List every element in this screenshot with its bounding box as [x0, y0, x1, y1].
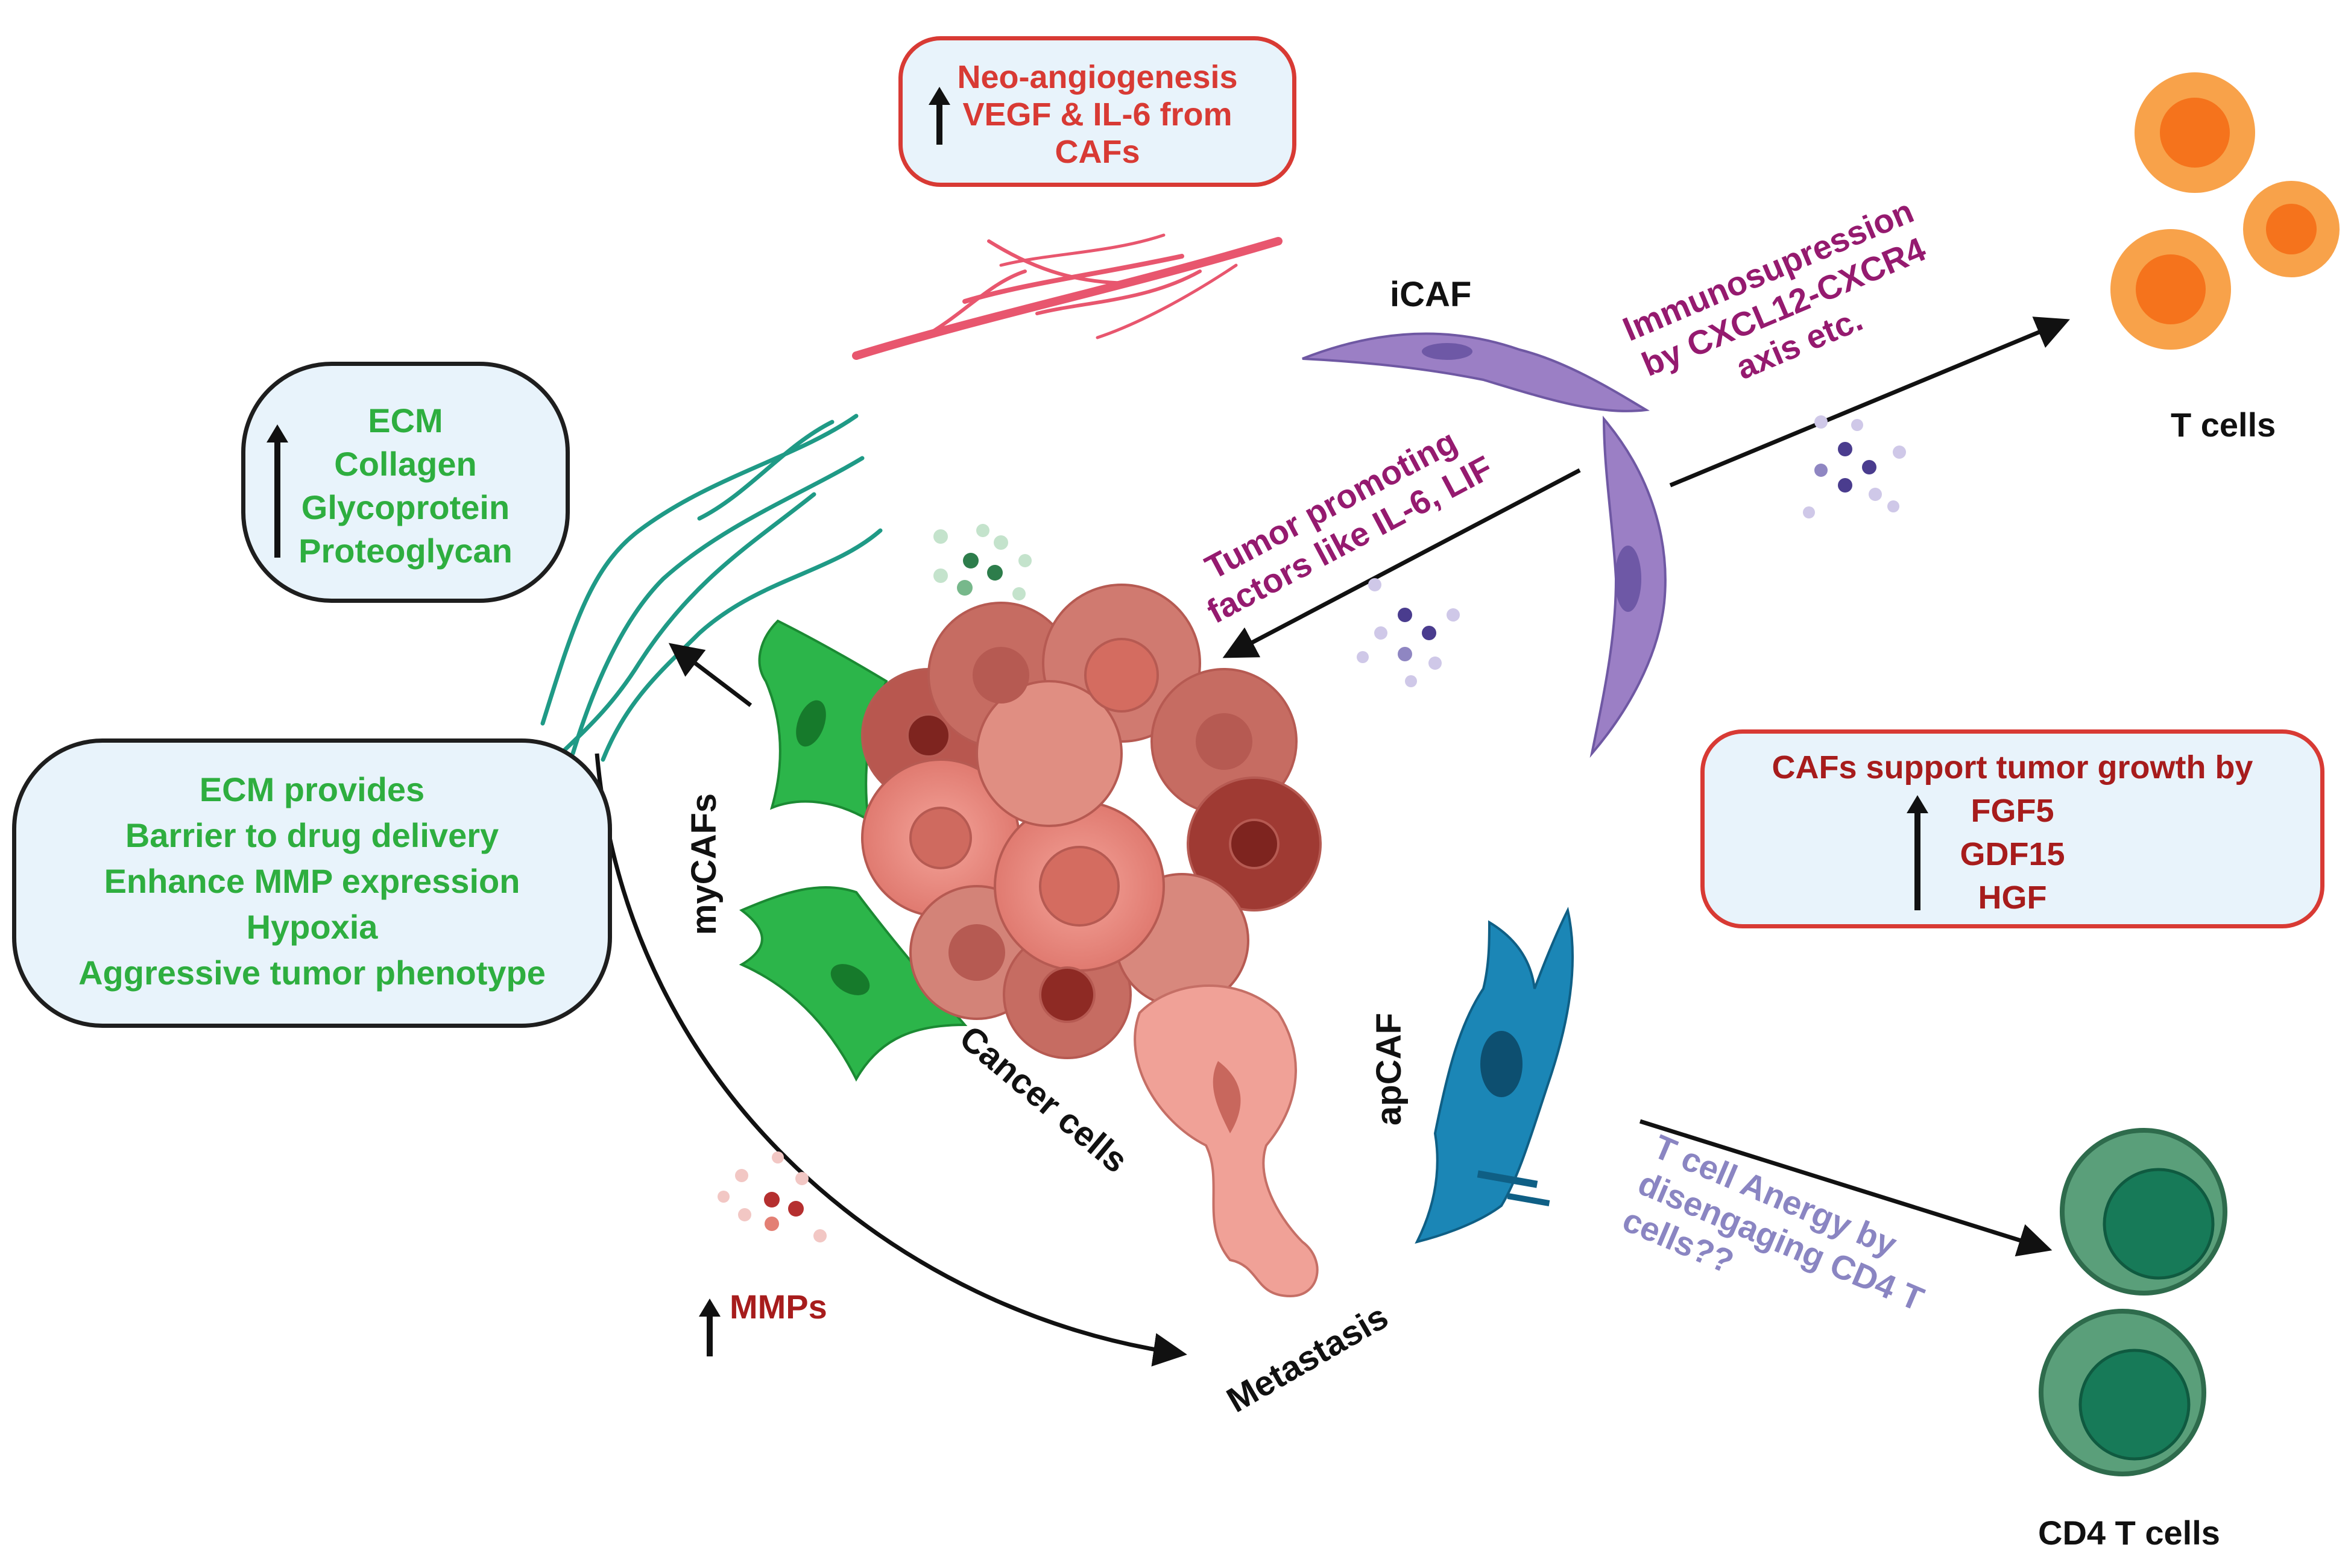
mmps-label: MMPs — [730, 1288, 827, 1326]
apcaf-label: apCAF — [1369, 1013, 1409, 1126]
ecm-provides-line-4: Hypoxia — [246, 908, 378, 946]
t-cell-icon — [2110, 72, 2340, 350]
icaf-cell-icon — [1302, 332, 1667, 758]
mmps-up-arrow-icon — [699, 1299, 721, 1356]
ecm-line-1: ECM — [368, 401, 443, 439]
ecm-line-3: Glycoprotein — [301, 488, 510, 526]
caf-support-line-2: FGF5 — [1971, 793, 2054, 829]
neo-line-1: Neo-angiogenesis — [957, 59, 1238, 95]
ecm-provides-line-3: Enhance MMP expression — [104, 862, 520, 900]
ecm-line-4: Proteoglycan — [298, 532, 513, 570]
ecm-line-2: Collagen — [334, 445, 477, 483]
apcaf-cd4-arrow — [1639, 1119, 2053, 1257]
cytokine-dots-icon — [1357, 415, 1906, 687]
caf-up-arrow-icon — [1907, 795, 1928, 910]
ecm-fibers-icon — [540, 414, 883, 762]
icaf-tcell-arrow — [1669, 316, 2070, 488]
icaf-tumor-arrow — [1222, 468, 1581, 658]
ecm-provides-box: ECM provides Barrier to drug delivery En… — [12, 738, 612, 1028]
mycaf-cell-icon — [739, 619, 968, 1082]
ecm-components-box: ECM Collagen Glycoprotein Proteoglycan — [241, 362, 570, 603]
neo-up-arrow-icon — [929, 87, 950, 145]
growth-factor-dots-icon — [933, 524, 1032, 600]
metastasis-arrow — [595, 753, 1187, 1367]
apcaf-cell-icon — [1415, 907, 1574, 1244]
ecm-provides-line-5: Aggressive tumor phenotype — [78, 954, 546, 992]
caf-support-line-4: HGF — [1978, 880, 2047, 916]
mmp-dots-icon — [718, 1151, 827, 1242]
t-cells-label: T cells — [2171, 406, 2276, 444]
icaf-label: iCAF — [1390, 275, 1472, 314]
neo-line-3: CAFs — [1055, 134, 1140, 170]
cd4-t-cell-icon — [2039, 1128, 2227, 1476]
mycaf-ecm-arrow — [668, 643, 753, 707]
ecm-up-arrow-icon — [267, 424, 288, 558]
metastatic-cell-icon — [1134, 984, 1319, 1298]
cancer-cells-icon — [861, 584, 1322, 1059]
mycafs-label: myCAFs — [684, 793, 724, 936]
ecm-provides-line-1: ECM provides — [199, 770, 425, 808]
caf-support-line-3: GDF15 — [1960, 836, 2065, 872]
neo-angiogenesis-box: Neo-angiogenesis VEGF & IL-6 from CAFs — [898, 36, 1296, 187]
cd4-t-cells-label: CD4 T cells — [2038, 1514, 2220, 1552]
caf-support-box: CAFs support tumor growth by FGF5 GDF15 … — [1700, 729, 2324, 928]
blood-vessel-icon — [852, 233, 1283, 360]
neo-line-2: VEGF & IL-6 from — [962, 96, 1232, 133]
caf-support-line-1: CAFs support tumor growth by — [1772, 749, 2253, 786]
ecm-provides-line-2: Barrier to drug delivery — [125, 816, 499, 854]
